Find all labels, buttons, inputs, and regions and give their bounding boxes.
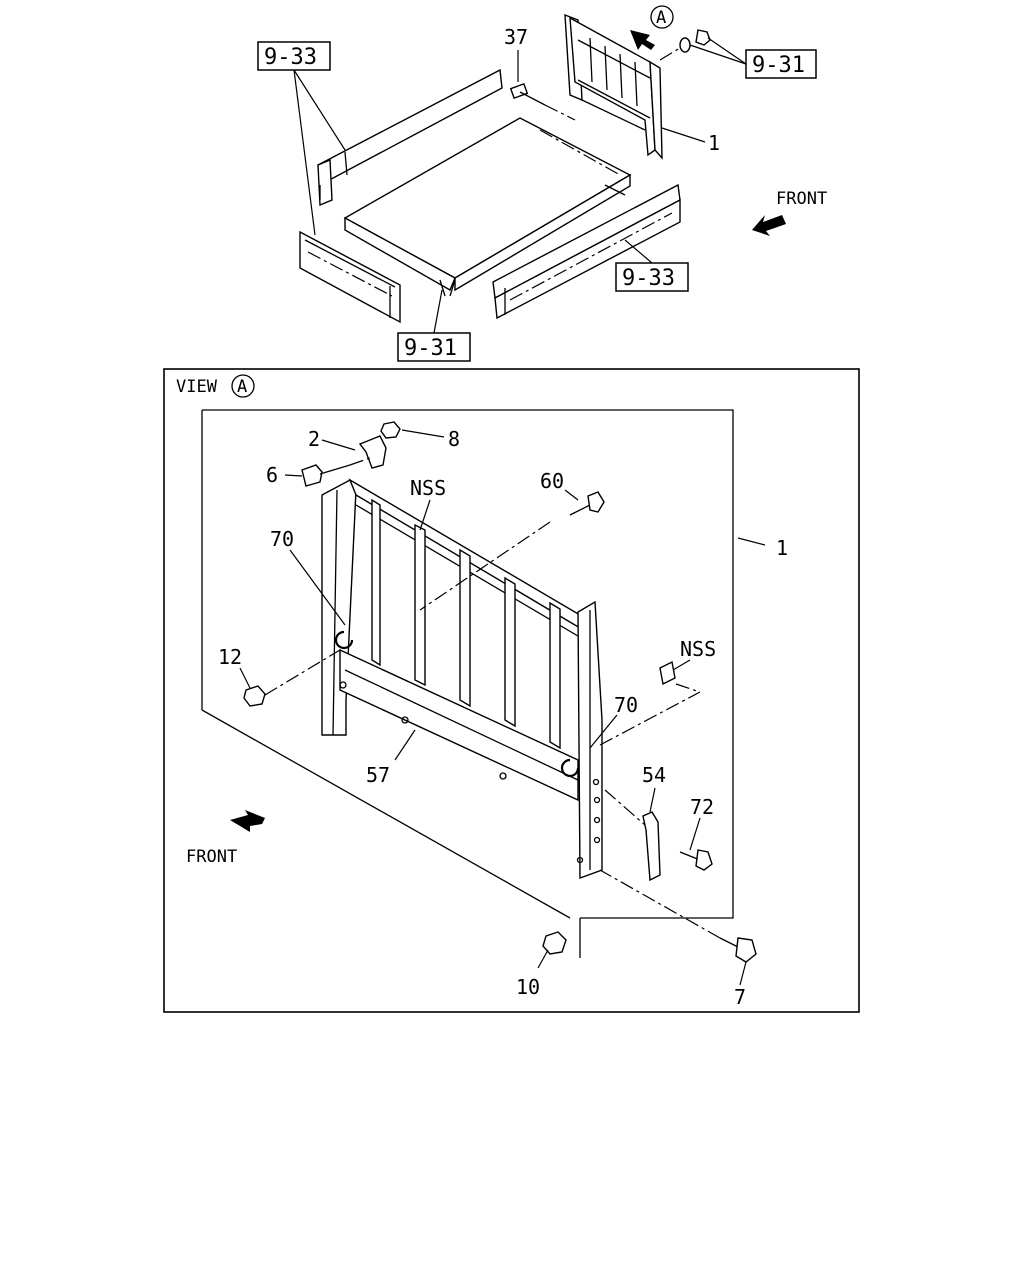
ref-9-31-top: 9-31 [752, 53, 805, 78]
ref-box-9-33-top [257, 41, 331, 71]
bed-floor [343, 117, 632, 297]
callout-37: 37 [504, 25, 528, 49]
callout-57: 57 [366, 763, 390, 787]
callout-6: 6 [266, 463, 278, 487]
right-side-panel [492, 183, 681, 320]
gate-detail [321, 478, 603, 879]
bolt-72-icon [679, 849, 713, 871]
view-a-circle-icon [231, 374, 255, 398]
view-marker-upper: A [656, 8, 666, 28]
callout-70-right: 70 [614, 693, 638, 717]
latch-54-icon [604, 789, 661, 882]
callout-nss-top: NSS [410, 476, 446, 500]
callout-1: 1 [776, 536, 788, 560]
ref-box-9-31-top [745, 49, 817, 79]
callout-12: 12 [218, 645, 242, 669]
front-arrow-lower-icon [230, 810, 265, 832]
left-side-panel [317, 68, 503, 207]
headboard-gate [564, 13, 663, 160]
nut-12-icon [243, 649, 341, 707]
callout-54: 54 [642, 763, 666, 787]
callout-70-left: 70 [270, 527, 294, 551]
callout-1-upper: 1 [708, 131, 720, 155]
bolt-37-icon [509, 83, 576, 121]
ref-9-33-top: 9-33 [264, 45, 317, 70]
front-label-upper: FRONT [776, 189, 827, 209]
upper-exploded-view: 9-33 9-31 9-33 9-31 37 1 A FRONT [257, 5, 827, 362]
front-arrow-upper-icon [752, 215, 786, 236]
view-a-marker: A [237, 377, 247, 397]
ref-box-9-33-bottom [615, 262, 689, 292]
callout-2: 2 [308, 427, 320, 451]
ref-9-33-bottom: 9-33 [622, 266, 675, 291]
ref-9-31-bottom: 9-31 [404, 336, 457, 361]
view-a-arrow-icon [630, 5, 674, 50]
view-a-outer-frame [163, 368, 860, 1013]
callout-60: 60 [540, 469, 564, 493]
bolt-6-icon [301, 457, 371, 487]
callout-8: 8 [448, 427, 460, 451]
view-a-detail: VIEW A [163, 368, 860, 1013]
bolt-60-icon [419, 491, 605, 611]
bracket-2-icon [358, 435, 387, 469]
bolt-7-icon [599, 869, 757, 963]
view-a-label: VIEW [176, 377, 218, 397]
nut-8-icon [380, 421, 401, 439]
callout-72: 72 [690, 795, 714, 819]
washer-nut-icon [659, 29, 711, 61]
callout-10: 10 [516, 975, 540, 999]
clip-nss-icon [659, 660, 701, 693]
nut-10-icon [542, 931, 567, 955]
callout-7: 7 [734, 985, 746, 1009]
callout-nss-right: NSS [680, 637, 716, 661]
front-label-lower: FRONT [186, 847, 237, 867]
front-lower-panel [299, 230, 401, 324]
